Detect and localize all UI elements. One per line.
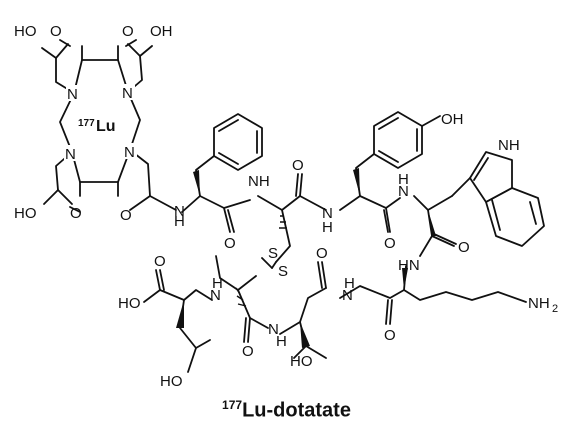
figure-caption: 177Lu-dotatate — [0, 398, 573, 423]
phenol-ring — [373, 111, 441, 169]
label-n-amide-2: N — [322, 205, 333, 222]
label-o-thr-acid: O — [154, 253, 166, 270]
label-o-top-right: O — [122, 23, 134, 40]
metal-isotope: 177 — [78, 118, 95, 129]
label-o-tyr: O — [384, 235, 396, 252]
indole-ring — [469, 151, 545, 247]
metal-center: 177 Lu — [78, 118, 116, 135]
label-n-amide-5: N — [210, 287, 221, 304]
label-h-3: H — [398, 171, 409, 188]
label-nh-indole: NH — [498, 137, 520, 154]
caption-isotope: 177 — [222, 398, 243, 412]
peptide-backbone — [129, 153, 527, 373]
label-ho-acid: HO — [118, 295, 141, 312]
label-hn-1: HN — [398, 257, 420, 274]
label-ho-bottom-left: HO — [14, 205, 37, 222]
label-n-2: N — [122, 85, 133, 102]
label-o-lys: O — [384, 327, 396, 344]
phenyl-ring — [213, 113, 263, 171]
label-o-cys2: O — [242, 343, 254, 360]
label-n-1: N — [67, 86, 78, 103]
label-ho-top-left: HO — [14, 23, 37, 40]
label-h-4: H — [344, 275, 355, 292]
label-o-top-left: O — [50, 23, 62, 40]
label-h-2: H — [322, 219, 333, 236]
peptide-atom-labels: O H N O NH O N H O N H O NH OH HN S S NH… — [118, 111, 558, 390]
caption-name: Lu-dotatate — [242, 399, 351, 422]
label-o-dota-amide: O — [120, 207, 132, 224]
label-oh-top-right: OH — [150, 23, 173, 40]
label-o-cys: O — [292, 157, 304, 174]
label-oh-tyr: OH — [441, 111, 464, 128]
label-o-trp: O — [458, 239, 470, 256]
label-nh-1: NH — [248, 173, 270, 190]
label-n-4: N — [124, 144, 135, 161]
label-n-amide-3: N — [398, 183, 409, 200]
label-n-amide-4: N — [268, 321, 279, 338]
label-ho-throl: HO — [160, 373, 183, 390]
label-o-bottom-left: O — [70, 205, 82, 222]
label-o-phe: O — [224, 235, 236, 252]
label-nh-2: N — [342, 287, 353, 304]
label-n-3: N — [65, 146, 76, 163]
label-nh2: NH — [528, 295, 550, 312]
label-s-2: S — [278, 263, 288, 280]
dota-atom-labels: HO O O OH N N N N HO O — [14, 23, 173, 222]
label-s-1: S — [268, 245, 278, 262]
metal-symbol: Lu — [96, 118, 116, 135]
stereo-wedges — [176, 168, 436, 348]
label-h-5: H — [276, 333, 287, 350]
label-h-1: H — [174, 213, 185, 230]
label-o-thr: O — [316, 245, 328, 262]
label-h-6: H — [212, 275, 223, 292]
label-n-amide-1: N — [174, 203, 185, 220]
label-ho-thr-side: HO — [290, 353, 313, 370]
label-nh2-subscript: 2 — [552, 303, 558, 315]
